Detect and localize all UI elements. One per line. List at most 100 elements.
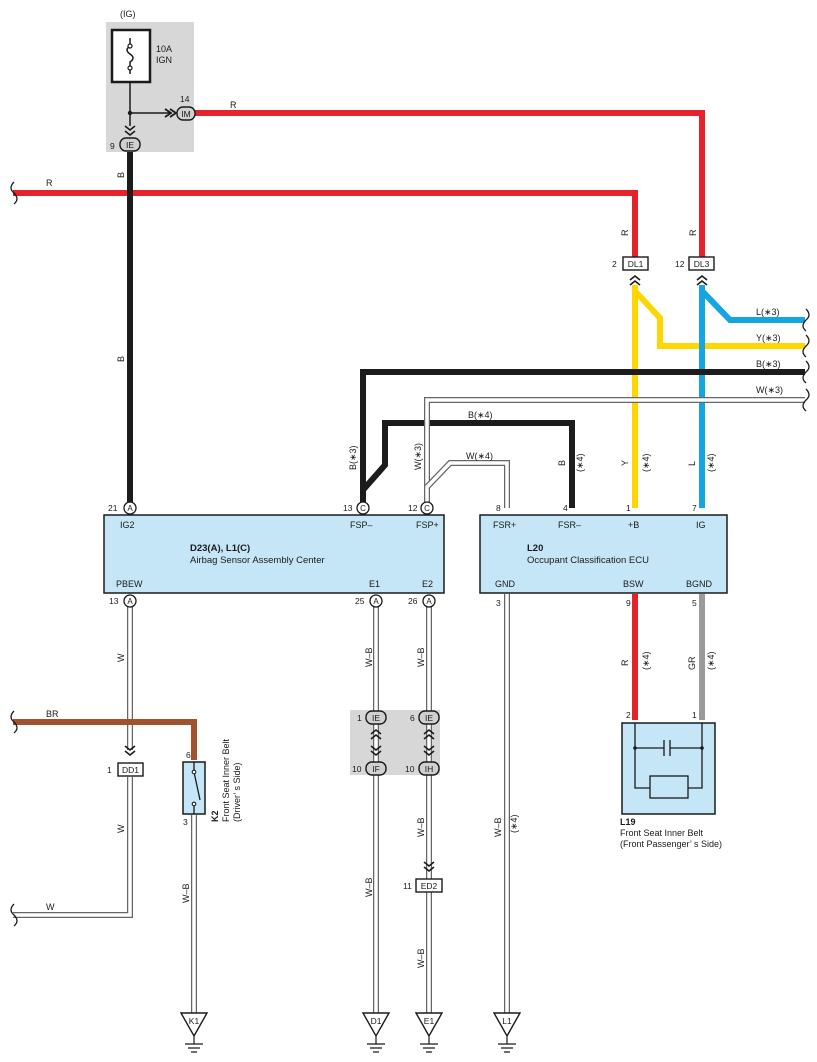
svg-text:E1: E1 xyxy=(424,1016,435,1026)
pin-label: 2 xyxy=(612,259,617,269)
fuse-name: IGN xyxy=(156,55,172,65)
wire-label: (∗4) xyxy=(575,453,585,472)
wire-label: W–B xyxy=(416,647,426,667)
l19-seat-belt-sensor xyxy=(621,722,716,815)
pin-label: 2 xyxy=(626,710,631,720)
svg-text:K1: K1 xyxy=(189,1016,200,1026)
wire-white-w4 xyxy=(424,460,510,508)
pin-label: 8 xyxy=(496,503,501,513)
wire-label: W–B xyxy=(181,883,191,903)
wire-blue-l3 xyxy=(699,288,805,323)
connector-ie-6 xyxy=(418,710,440,725)
connector-dd1 xyxy=(117,762,144,777)
wire-label: L xyxy=(687,461,697,466)
pin-label: 3 xyxy=(183,817,188,827)
terminal-gnd: GND xyxy=(495,579,516,589)
connector-a-e2 xyxy=(422,594,436,608)
svg-text:IE: IE xyxy=(372,713,380,723)
connector-dl3 xyxy=(688,256,715,271)
svg-text:L1: L1 xyxy=(502,1016,512,1026)
ground-d1: D1 xyxy=(361,1012,391,1053)
airbag-sensor-module xyxy=(103,514,445,594)
terminal-bgnd: BGND xyxy=(686,579,713,589)
pin-label: 6 xyxy=(186,750,191,760)
resistor-icon xyxy=(649,775,689,799)
wire-label: W–B xyxy=(364,647,374,667)
connector-dd1-label: DD1 xyxy=(122,765,139,775)
wire-label: W(∗3) xyxy=(756,385,783,395)
pin-label: 1 xyxy=(357,713,362,723)
wire-label: L(∗3) xyxy=(756,307,780,317)
pin-label: 26 xyxy=(408,596,418,606)
connector-dl3-label: DL3 xyxy=(694,259,710,269)
pin-label: 9 xyxy=(110,141,115,151)
connector-a-ig2 xyxy=(123,501,137,515)
pin-label: 5 xyxy=(692,598,697,608)
terminal-e1: E1 xyxy=(369,579,380,589)
k2-name: Front Seat Inner Belt xyxy=(221,738,231,822)
connector-ie xyxy=(119,137,141,152)
pin-label: 12 xyxy=(675,259,685,269)
wire-label: (∗4) xyxy=(706,453,716,472)
wire-label: R xyxy=(620,229,630,236)
wire-label: R xyxy=(620,659,630,666)
connector-ie-1 xyxy=(365,710,387,725)
wire-label: W–B xyxy=(416,817,426,837)
terminal-e2: E2 xyxy=(422,579,433,589)
pin-label: 13 xyxy=(109,596,119,606)
wire-label: B xyxy=(116,172,126,178)
terminal-pbew: PBEW xyxy=(116,579,143,589)
wire-label: W–B xyxy=(416,948,426,968)
wire-label: W–B xyxy=(493,817,503,837)
pin-label: 7 xyxy=(692,503,697,513)
wire-label: R xyxy=(46,178,53,188)
svg-text:A: A xyxy=(373,597,379,606)
wire-label: GR xyxy=(687,656,697,670)
wire-label: R xyxy=(688,229,698,236)
terminal-ig2: IG2 xyxy=(120,520,135,530)
wire-label: (∗4) xyxy=(706,651,716,670)
svg-text:A: A xyxy=(127,504,133,513)
terminal-b: +B xyxy=(628,520,639,530)
pin-label: 11 xyxy=(403,881,412,891)
occupant-classification-ecu xyxy=(479,514,728,594)
pin-label: 10 xyxy=(352,764,362,774)
pin-label: 1 xyxy=(107,765,112,775)
connector-ed2-label: ED2 xyxy=(421,881,438,891)
connector-ih xyxy=(418,761,440,776)
connector-a-pbew xyxy=(123,594,137,608)
connector-c-fspp xyxy=(420,501,434,515)
wire-label: BR xyxy=(46,709,59,719)
wire-yellow-y3 xyxy=(632,288,805,349)
svg-text:IH: IH xyxy=(425,764,434,774)
wire-label: Y xyxy=(620,460,630,466)
wire-label: B(∗4) xyxy=(468,410,493,420)
terminal-fsp-plus: FSP+ xyxy=(416,520,439,530)
svg-text:C: C xyxy=(360,504,366,513)
svg-text:IE: IE xyxy=(425,713,433,723)
wire-label: W(∗4) xyxy=(466,451,493,461)
wire-label: (∗4) xyxy=(641,453,651,472)
wire-label: B xyxy=(116,356,126,362)
k2-code: K2 xyxy=(210,810,220,822)
wire-label: Y(∗3) xyxy=(756,333,781,343)
terminal-fsr-plus: FSR+ xyxy=(493,520,516,530)
terminal-bsw: BSW xyxy=(623,579,644,589)
wire-label: B(∗3) xyxy=(348,445,358,470)
pin-label: 3 xyxy=(496,598,501,608)
break-marks xyxy=(10,181,810,927)
pin-label: 1 xyxy=(692,710,697,720)
svg-text:C: C xyxy=(424,504,430,513)
pin-label: 25 xyxy=(355,596,365,606)
ground-l1: L1 xyxy=(492,1012,522,1053)
connector-dl1-label: DL1 xyxy=(628,259,644,269)
wire-white-dd1-left xyxy=(13,777,133,918)
fuse-rating: 10A xyxy=(156,44,172,54)
pin-label: 9 xyxy=(626,598,631,608)
ground-k1: K1 xyxy=(179,1012,209,1053)
l19-side: (Front Passenger’ s Side) xyxy=(620,839,722,849)
ecu-code: L20 xyxy=(527,543,543,554)
wire-label: (∗4) xyxy=(509,814,519,833)
pin-label: 14 xyxy=(180,94,190,104)
